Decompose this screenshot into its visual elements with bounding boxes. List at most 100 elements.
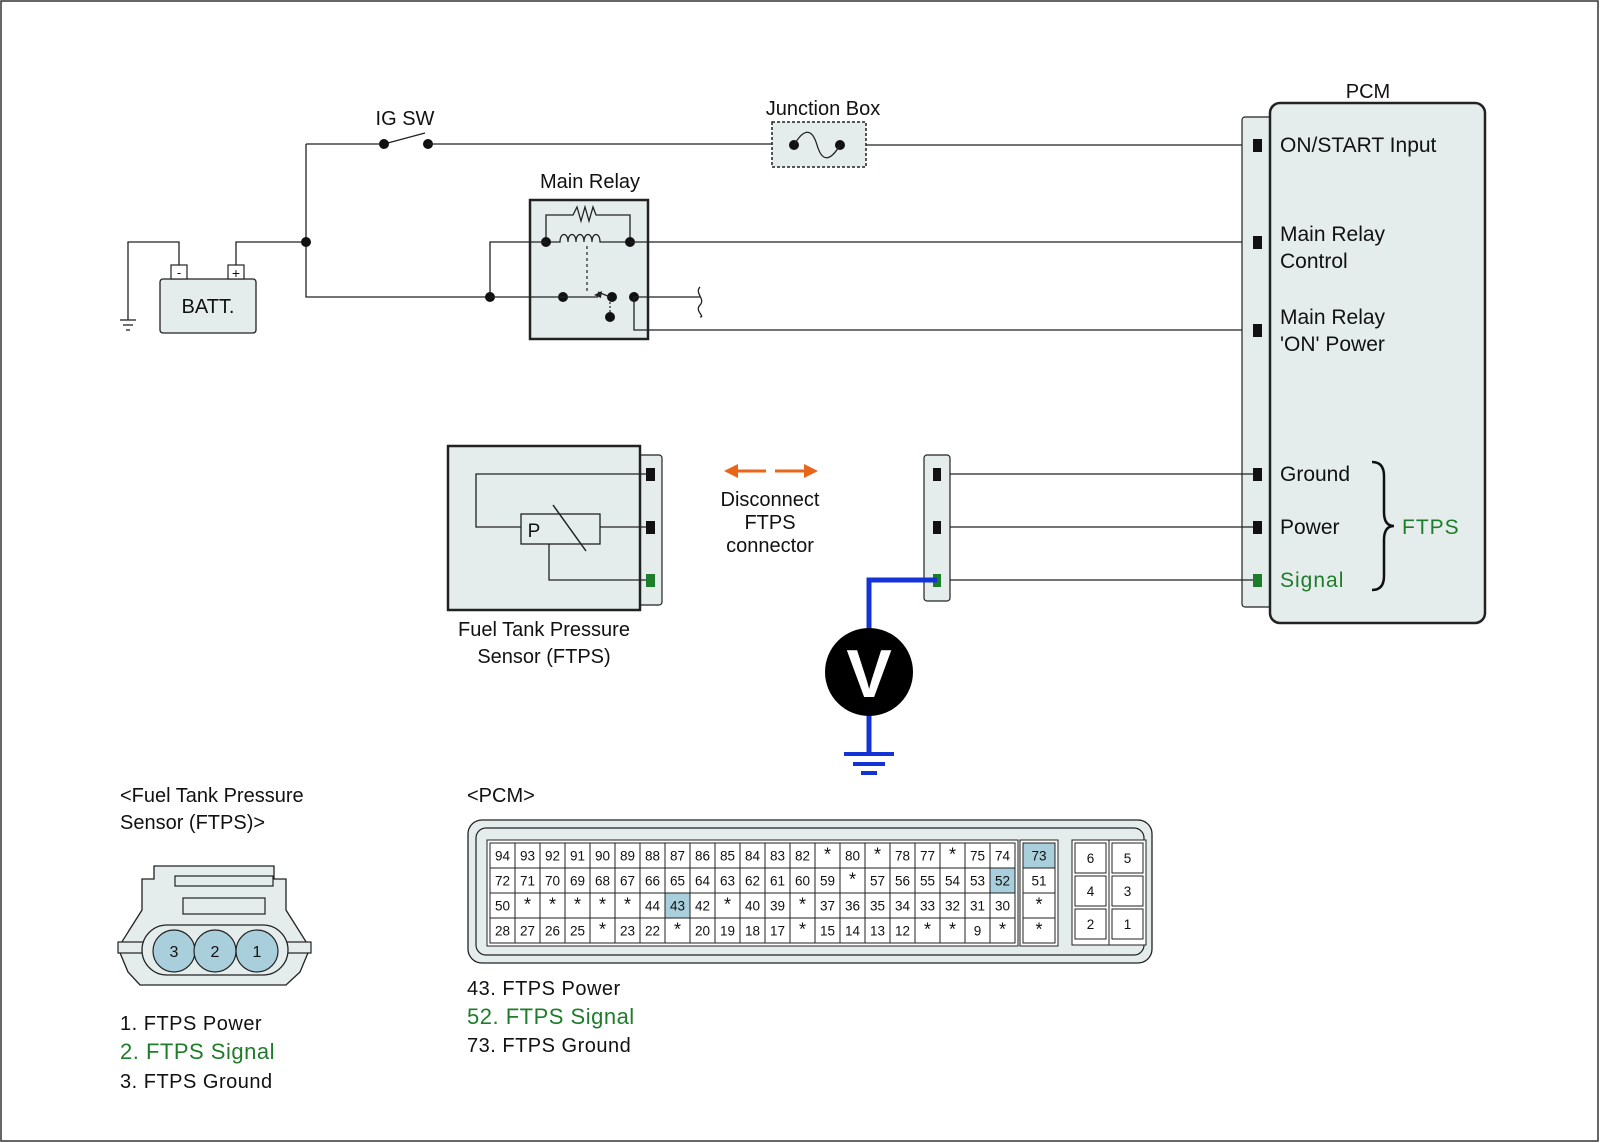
- disconnect-arrows-icon: [724, 464, 818, 478]
- pcm-pin: 75: [970, 849, 985, 864]
- pcm-pin: 40: [745, 899, 760, 914]
- pcm-pin: 62: [745, 874, 760, 889]
- pcm-pin: 77: [920, 849, 935, 864]
- pcm-pin-cell: [864, 867, 891, 894]
- pcm-pin: *: [1035, 920, 1042, 940]
- disconnect-note-line1: Disconnect: [721, 489, 820, 511]
- battery-plus-label: +: [232, 265, 240, 281]
- pcm-small-pin: 1: [1124, 917, 1132, 932]
- ground-icon: [120, 319, 136, 331]
- pcm-small-pin-cell: [1111, 908, 1144, 940]
- pcm-pin: 88: [645, 849, 660, 864]
- battery-label: BATT.: [182, 296, 235, 318]
- pcm-small-pin-cell: [1111, 842, 1144, 874]
- pcm-pin-cell: [589, 917, 616, 944]
- pcm-pin: *: [799, 895, 806, 915]
- pcm-pin-cell: [739, 917, 766, 944]
- pcm-pin-cell: [889, 867, 916, 894]
- pcm-pin: 39: [770, 899, 785, 914]
- pcm-pin: 85: [720, 849, 735, 864]
- pcm-main-relay-power-label-1: Main Relay: [1280, 306, 1386, 329]
- pcm-pin-cell: [539, 892, 566, 919]
- fuse-icon: [771, 121, 867, 168]
- pcm-pin: 65: [670, 874, 685, 889]
- pcm-pin: 63: [720, 874, 735, 889]
- ig-switch-icon: [306, 132, 772, 149]
- pcm-legend-1: 43. FTPS Power: [467, 978, 621, 1000]
- pcm-pin: 89: [620, 849, 635, 864]
- pcm-pin-cell: [914, 867, 941, 894]
- pcm-pin-cell: [614, 842, 641, 869]
- main-relay-label: Main Relay: [540, 171, 640, 193]
- main-relay: [528, 198, 650, 341]
- pcm-pin-cell: [814, 892, 841, 919]
- ground-icon: [844, 752, 894, 775]
- pcm-pin: *: [999, 920, 1006, 940]
- sensor-name-line1: Fuel Tank Pressure: [458, 619, 630, 641]
- pcm-pin: 87: [670, 849, 685, 864]
- junction-box-label: Junction Box: [766, 98, 881, 120]
- pcm-pin: 28: [495, 924, 510, 939]
- pcm-pin: 33: [920, 899, 935, 914]
- pcm-pin: 93: [520, 849, 535, 864]
- ftps-pin-3: 3: [170, 944, 179, 961]
- pcm-pin: *: [1035, 895, 1042, 915]
- pcm-pin-cell: [689, 917, 716, 944]
- pcm-pin: 26: [545, 924, 560, 939]
- pcm-pin: *: [949, 845, 956, 865]
- pcm-pin-cell: [939, 892, 966, 919]
- ftps-group-label: FTPS: [1402, 516, 1460, 539]
- battery-minus-label: -: [177, 265, 181, 280]
- pcm-small-pin-cell: [1111, 875, 1144, 907]
- pcm-pin: 90: [595, 849, 610, 864]
- pcm-pin: *: [849, 870, 856, 890]
- pcm-pin-cell: [864, 917, 891, 944]
- pcm-small-pin: 5: [1124, 851, 1132, 866]
- pcm-pin-cell: [489, 867, 516, 894]
- pcm-pin-cell: [514, 892, 541, 919]
- ftps-legend-2: 2. FTPS Signal: [120, 1039, 275, 1064]
- pcm-pin: 59: [820, 874, 835, 889]
- pcm-pin-cell: [914, 842, 941, 869]
- pcm-pin: *: [524, 895, 531, 915]
- ftps-legend-1: 1. FTPS Power: [120, 1013, 262, 1035]
- pcm-pin: 44: [645, 899, 661, 914]
- pcm-small-pin: 6: [1087, 851, 1095, 866]
- pcm-pin: 66: [645, 874, 660, 889]
- pcm-pin: 30: [995, 899, 1010, 914]
- pcm-pin-cell: [764, 842, 791, 869]
- pcm-pin-cell: [789, 892, 816, 919]
- pcm-pin-cell: [739, 892, 766, 919]
- pcm-signal-label: Signal: [1280, 569, 1344, 592]
- pcm-pin: 80: [845, 849, 860, 864]
- pcm-pin-cell: [714, 917, 741, 944]
- ftps-connector-title-line1: <Fuel Tank Pressure: [120, 785, 304, 807]
- voltmeter-label: V: [846, 636, 891, 712]
- pcm-pin-cell: [1022, 867, 1056, 894]
- pcm-pin-cell: [489, 917, 516, 944]
- pcm-main-relay-control-label-1: Main Relay: [1280, 223, 1386, 246]
- pcm-pin-cell: [964, 867, 991, 894]
- pcm-pin: 27: [520, 924, 535, 939]
- disconnect-note-line3: connector: [726, 535, 814, 557]
- pcm-pin: 37: [820, 899, 835, 914]
- pcm-pin-cell: [814, 867, 841, 894]
- pcm-pin-cell: [764, 917, 791, 944]
- pcm-pin-cell: [1022, 917, 1056, 944]
- pcm-small-pin: 3: [1124, 884, 1132, 899]
- pcm-on-start-label: ON/START Input: [1280, 134, 1437, 157]
- pcm-pin: 22: [645, 924, 660, 939]
- pcm-pin: *: [924, 920, 931, 940]
- pcm-pin: 19: [720, 924, 735, 939]
- pcm-pin-cell: [564, 917, 591, 944]
- pcm-connector-title: <PCM>: [467, 785, 535, 807]
- ig-switch-label: IG SW: [376, 108, 435, 130]
- pcm-label: PCM: [1346, 81, 1390, 103]
- pcm-pin: 14: [845, 924, 861, 939]
- pcm-pin: 12: [895, 924, 910, 939]
- pcm-pin: 18: [745, 924, 760, 939]
- ftps-legend-3: 3. FTPS Ground: [120, 1071, 273, 1093]
- pcm-pin-cell: [939, 867, 966, 894]
- pcm-legend-3: 73. FTPS Ground: [467, 1035, 631, 1057]
